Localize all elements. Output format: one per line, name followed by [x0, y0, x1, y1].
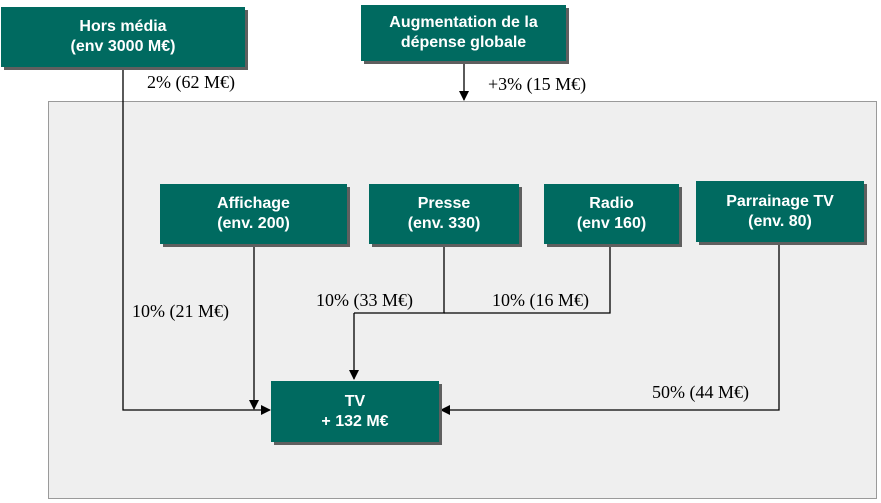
flow-label-hors-media: 2% (62 M€)	[147, 72, 235, 92]
connector-hors-media	[122, 68, 271, 415]
radio-box: Radio (env 160)	[544, 184, 679, 244]
parrainage-box: Parrainage TV (env. 80)	[696, 181, 864, 242]
media-panel	[48, 101, 877, 499]
tv-box: TV + 132 M€	[271, 381, 439, 442]
flow-label-presse: 10% (33 M€)	[316, 290, 413, 310]
connector-radio	[444, 245, 611, 314]
affichage-box: Affichage (env. 200)	[160, 184, 347, 244]
parrainage-title: Parrainage TV	[726, 192, 834, 210]
hors-media-amount: (env 3000 M€)	[70, 38, 176, 55]
presse-amount: (env. 330)	[407, 215, 481, 232]
tv-amount: + 132 M€	[321, 412, 389, 430]
radio-amount: (env 160)	[576, 215, 647, 232]
flow-label-parrainage: 50% (44 M€)	[652, 382, 749, 402]
hors-media-title: Hors média	[79, 18, 167, 35]
presse-box: Presse (env. 330)	[369, 184, 519, 244]
hors-media-box: Hors média (env 3000 M€)	[1, 7, 245, 67]
flow-label-affichage: 10% (21 M€)	[132, 301, 229, 321]
parrainage-amount: (env. 80)	[748, 212, 812, 230]
augmentation-box: Augmentation de la dépense globale	[361, 5, 566, 61]
radio-title: Radio	[589, 195, 634, 212]
flow-label-radio: 10% (16 M€)	[492, 290, 589, 310]
affichage-amount: (env. 200)	[217, 215, 290, 232]
presse-title: Presse	[417, 195, 471, 212]
augmentation-subtitle: dépense globale	[400, 34, 527, 51]
tv-title: TV	[344, 392, 366, 410]
connector-parrainage	[440, 243, 780, 415]
affichage-title: Affichage	[217, 195, 290, 212]
augmentation-title: Augmentation de la	[389, 14, 538, 31]
flow-label-augmentation: +3% (15 M€)	[488, 74, 587, 94]
